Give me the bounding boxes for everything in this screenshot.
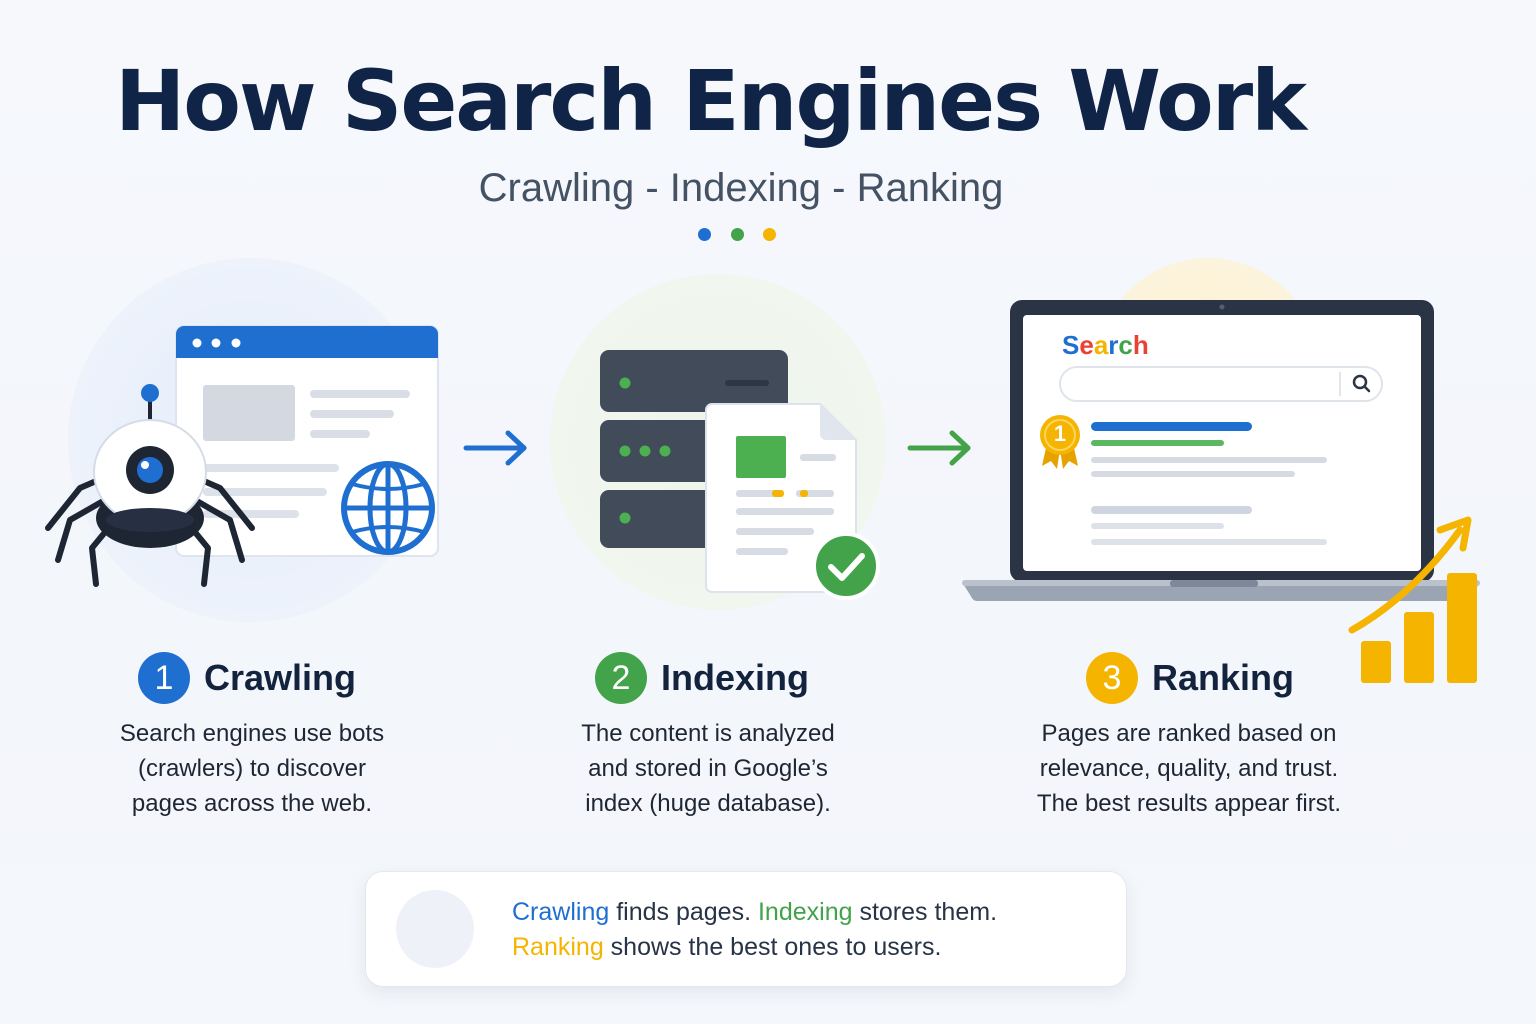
yellow-dot <box>763 228 776 241</box>
description-line: pages across the web. <box>131 790 373 817</box>
result-title-bar <box>1091 506 1252 514</box>
step-ranking-description: Pages are ranked based on relevance, qua… <box>1009 716 1369 821</box>
result-text-bar <box>1091 539 1327 545</box>
search-logo-letter: r <box>1108 330 1119 360</box>
search-logo-letter: h <box>1132 330 1149 360</box>
search-logo: Search <box>1062 330 1149 361</box>
arrow-right-icon <box>463 430 527 466</box>
green-dot <box>731 228 744 241</box>
medal-number: 1 <box>1053 421 1067 446</box>
result-url-bar <box>1091 523 1224 529</box>
growth-chart-icon <box>1348 516 1477 683</box>
keyword-ranking: Ranking <box>512 933 604 961</box>
description-line: The content is analyzed <box>581 720 835 747</box>
globe-icon <box>341 461 435 555</box>
step-title: Ranking <box>1152 657 1295 698</box>
page-title: How Search Engines Work <box>114 52 1307 150</box>
blue-dot <box>698 228 711 241</box>
description-line: The best results appear first. <box>1036 790 1342 817</box>
summary-text: finds pages. <box>609 898 758 926</box>
check-icon <box>812 532 880 600</box>
description-line: index (huge database). <box>585 790 831 817</box>
page-subtitle: Crawling - Indexing - Ranking <box>478 166 1004 210</box>
step-number-badge: 1 <box>138 652 190 704</box>
document-icon <box>705 403 857 593</box>
summary-icon-circle <box>396 890 474 968</box>
description-line: and stored in Google’s <box>588 755 828 782</box>
award-medal-icon <box>1040 415 1080 469</box>
summary-card: Crawling finds pages. Indexing stores th… <box>365 871 1127 987</box>
description-line: (crawlers) to discover <box>137 755 367 782</box>
result-title-bar <box>1091 422 1252 431</box>
keyword-crawling: Crawling <box>512 898 610 926</box>
description-line: relevance, quality, and trust. <box>1039 755 1339 782</box>
step-crawling-header: 1 Crawling <box>138 648 356 708</box>
keyword-indexing: Indexing <box>757 898 853 926</box>
arrow-right-icon <box>907 430 971 466</box>
step-number-badge: 3 <box>1086 652 1138 704</box>
laptop-icon <box>962 300 1480 601</box>
step-ranking-header: 3 Ranking <box>1086 648 1294 708</box>
step-indexing-header: 2 Indexing <box>595 648 809 708</box>
summary-line-2: Ranking shows the best ones to users. <box>512 933 941 962</box>
summary-text: shows the best ones to users. <box>603 933 942 961</box>
step-title: Indexing <box>661 657 810 698</box>
search-logo-letter: c <box>1118 330 1133 360</box>
search-logo-letter: S <box>1062 330 1080 360</box>
search-logo-letter: e <box>1079 330 1094 360</box>
result-text-bar <box>1091 457 1327 463</box>
step-number-badge: 2 <box>595 652 647 704</box>
step-indexing-description: The content is analyzed and stored in Go… <box>528 716 888 821</box>
search-logo-letter: a <box>1093 330 1109 360</box>
step-title: Crawling <box>204 657 357 698</box>
spider-robot-icon <box>45 384 255 587</box>
description-line: Search engines use bots <box>119 720 385 747</box>
step-crawling-description: Search engines use bots (crawlers) to di… <box>72 716 432 821</box>
summary-text: stores them. <box>852 898 998 926</box>
result-url-bar <box>1091 440 1224 446</box>
description-line: Pages are ranked based on <box>1041 720 1337 747</box>
result-text-bar <box>1091 471 1295 477</box>
search-bar-icon <box>1059 366 1383 402</box>
summary-line-1: Crawling finds pages. Indexing stores th… <box>512 898 997 927</box>
